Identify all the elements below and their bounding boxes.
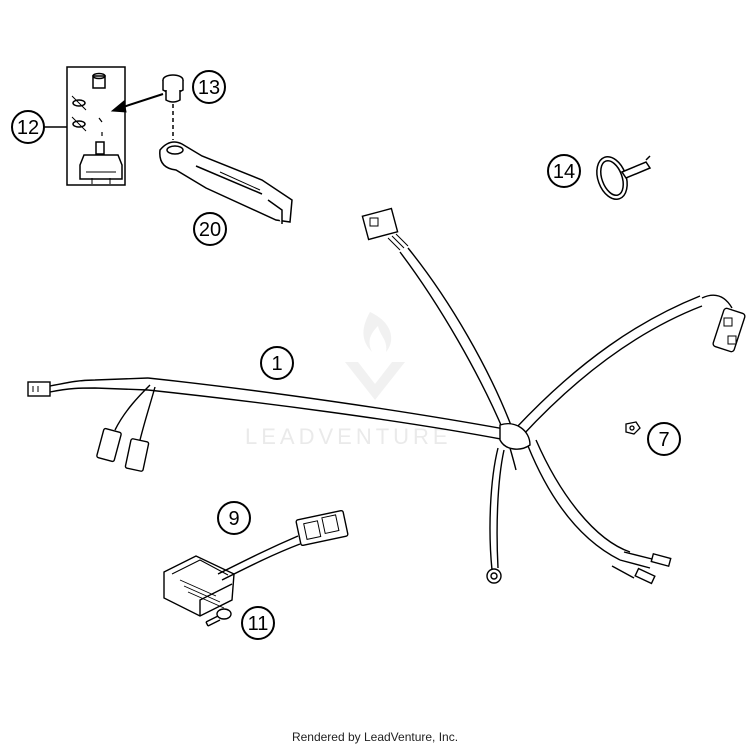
part-9-regulator <box>163 509 349 617</box>
part-12-switch-kit <box>44 66 126 186</box>
callout-14: 14 <box>547 154 581 188</box>
callout-14-label: 14 <box>553 161 575 183</box>
arrow-13-to-12 <box>110 93 164 113</box>
callout-20: 20 <box>193 212 227 246</box>
callout-7-label: 7 <box>658 429 669 451</box>
callout-1-label: 1 <box>271 353 282 375</box>
callout-13: 13 <box>192 70 226 104</box>
leadventure-watermark: LEADVENTURE <box>245 312 452 449</box>
callout-12: 12 <box>11 110 45 144</box>
part-14-cable-tie <box>596 155 652 200</box>
callout-9-label: 9 <box>228 508 239 530</box>
part-1-wiring-harness <box>27 207 746 585</box>
part-7-clip <box>625 421 641 435</box>
footer-credit: Rendered by LeadVenture, Inc. <box>291 730 459 744</box>
callout-7: 7 <box>647 422 681 456</box>
part-20-bracket <box>159 141 293 224</box>
part-11-screw <box>205 608 232 627</box>
callout-1: 1 <box>260 346 294 380</box>
callout-20-label: 20 <box>199 219 221 241</box>
callout-12-label: 12 <box>17 117 39 139</box>
part-13-bushing <box>162 74 184 140</box>
watermark-text: LEADVENTURE <box>245 424 452 449</box>
callout-11-label: 11 <box>248 613 269 635</box>
callout-13-label: 13 <box>198 77 220 99</box>
callout-9: 9 <box>217 501 251 535</box>
callout-11: 11 <box>241 606 275 640</box>
